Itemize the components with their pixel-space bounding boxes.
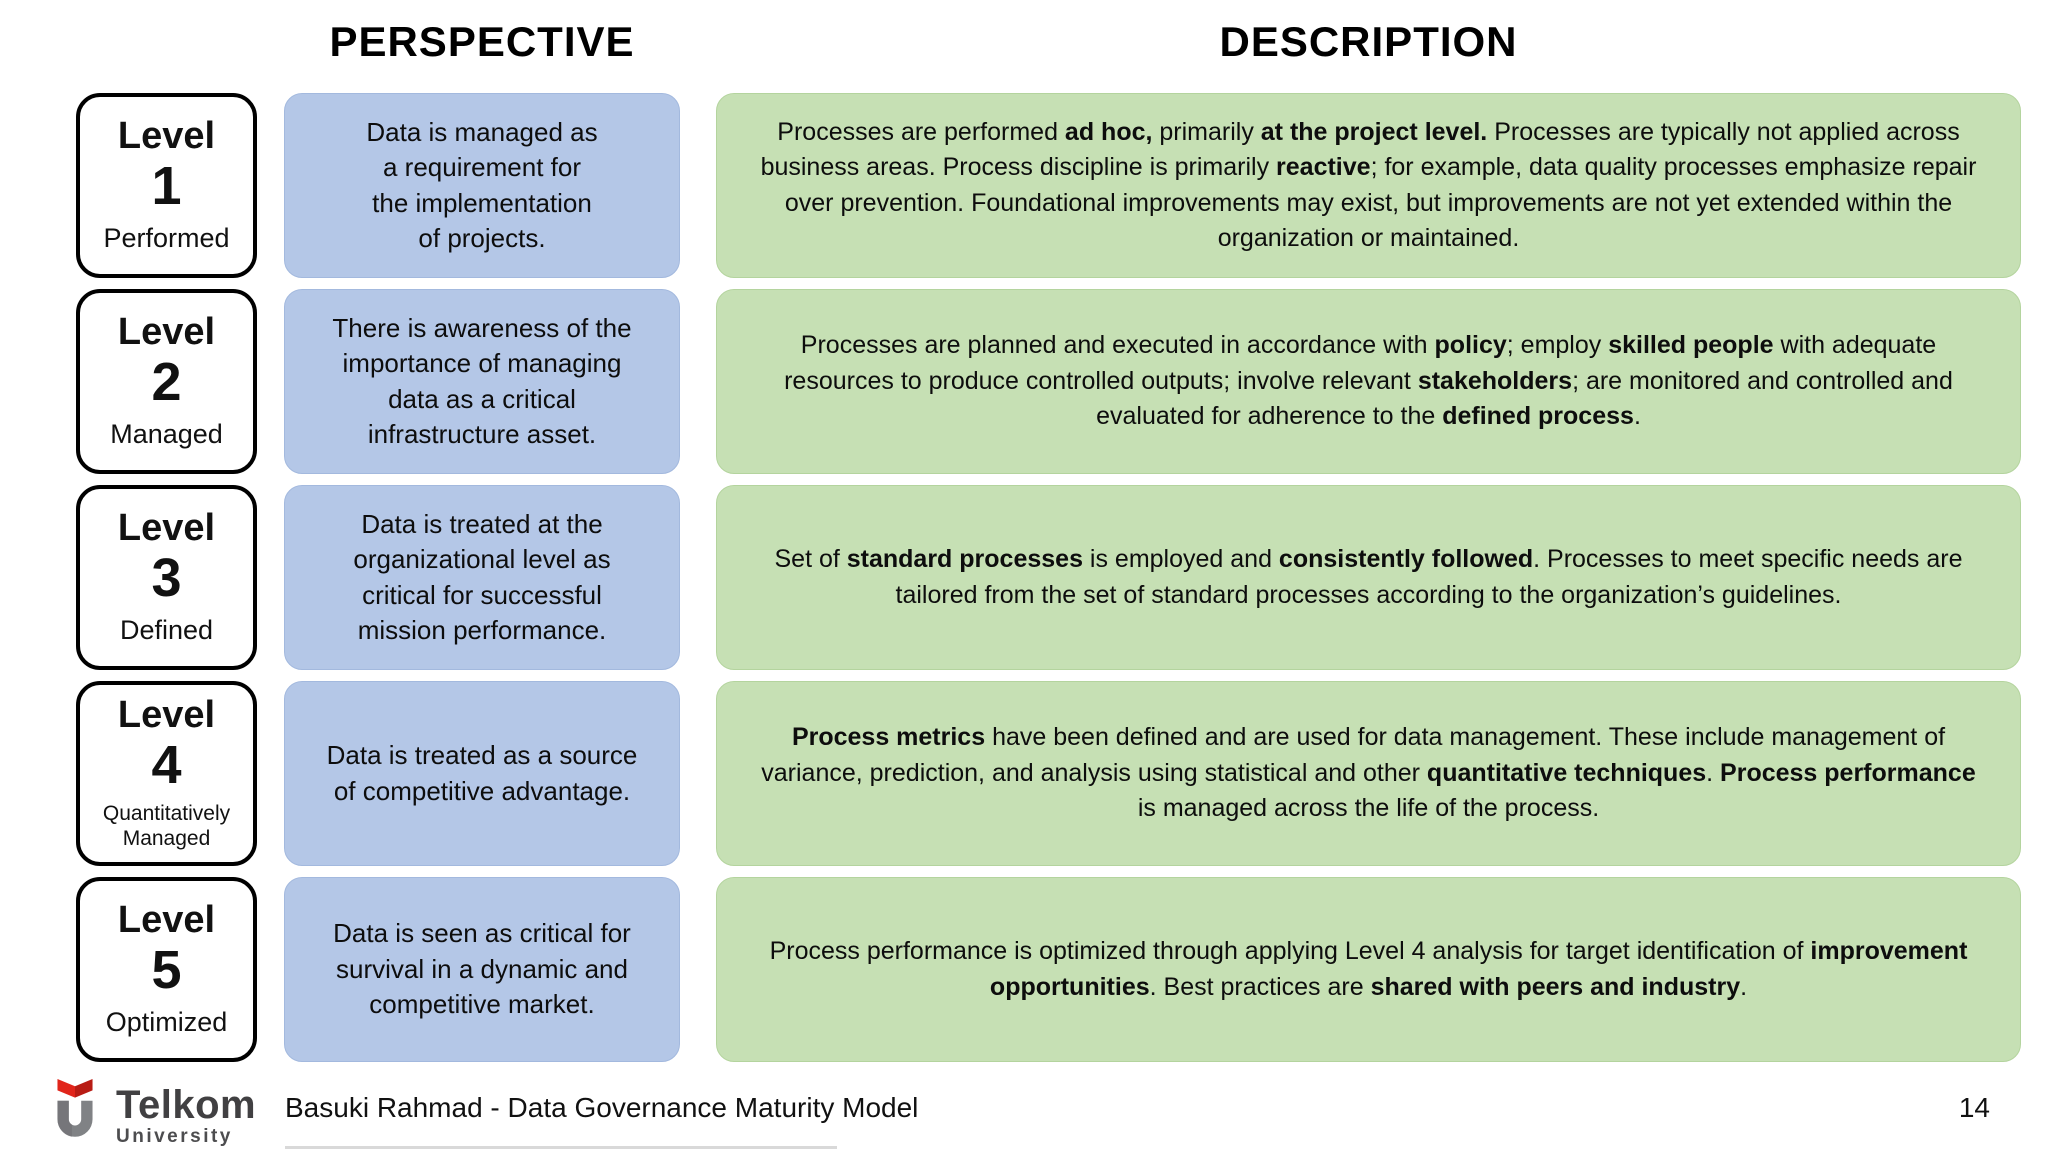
maturity-row: Level 2 Managed There is awareness of th… xyxy=(76,289,2021,474)
level-name: Managed xyxy=(110,419,223,450)
perspective-card: Data is managed as a requirement for the… xyxy=(284,93,680,278)
level-box: Level 5 Optimized xyxy=(76,877,257,1062)
level-name: Quantitatively Managed xyxy=(102,801,231,851)
level-box: Level 1 Performed xyxy=(76,93,257,278)
perspective-column-header: PERSPECTIVE xyxy=(329,18,635,65)
description-text: Process metrics have been defined and ar… xyxy=(761,723,1976,823)
perspective-text: Data is seen as critical for survival in… xyxy=(333,918,631,1020)
telkom-university-logo: Telkom University xyxy=(44,1078,256,1148)
description-text: Processes are planned and executed in ac… xyxy=(784,331,1953,431)
page-number: 14 xyxy=(1958,1092,1990,1123)
level-number: 3 xyxy=(151,547,182,608)
maturity-rows: Level 1 Performed Data is managed as a r… xyxy=(76,93,2021,1062)
logo-brand-name: Telkom xyxy=(116,1083,257,1127)
description-text: Processes are performed ad hoc, primaril… xyxy=(760,117,1977,253)
perspective-card: Data is seen as critical for survival in… xyxy=(284,877,680,1062)
level-word: Level xyxy=(117,115,216,158)
description-card: Process metrics have been defined and ar… xyxy=(716,681,2021,866)
logo-brand-subtitle: University xyxy=(116,1126,233,1147)
maturity-row: Level 3 Defined Data is treated at the o… xyxy=(76,485,2021,670)
description-text: Process performance is optimized through… xyxy=(769,937,1968,1001)
perspective-card: There is awareness of the importance of … xyxy=(284,289,680,474)
level-number: 1 xyxy=(151,155,182,216)
perspective-text: There is awareness of the importance of … xyxy=(332,312,632,449)
description-card: Process performance is optimized through… xyxy=(716,877,2021,1062)
bottom-divider xyxy=(285,1146,837,1149)
footer-caption: Basuki Rahmad - Data Governance Maturity… xyxy=(285,1092,919,1123)
level-box: Level 2 Managed xyxy=(76,289,257,474)
level-name: Performed xyxy=(103,223,230,254)
level-box: Level 4 Quantitatively Managed xyxy=(76,681,257,866)
level-number: 2 xyxy=(151,351,182,412)
description-card: Processes are performed ad hoc, primaril… xyxy=(716,93,2021,278)
maturity-row: Level 5 Optimized Data is seen as critic… xyxy=(76,877,2021,1062)
level-box: Level 3 Defined xyxy=(76,485,257,670)
level-number: 5 xyxy=(151,939,182,1000)
perspective-card: Data is treated at the organizational le… xyxy=(284,485,680,670)
level-word: Level xyxy=(117,693,216,736)
perspective-text: Data is treated as a source of competiti… xyxy=(326,740,638,806)
perspective-text: Data is treated at the organizational le… xyxy=(353,508,611,645)
telkom-logo-mark-icon xyxy=(57,1079,93,1137)
description-card: Processes are planned and executed in ac… xyxy=(716,289,2021,474)
logo-text: Telkom University xyxy=(116,1083,257,1148)
level-word: Level xyxy=(117,311,216,354)
maturity-row: Level 1 Performed Data is managed as a r… xyxy=(76,93,2021,278)
description-column-header: DESCRIPTION xyxy=(1219,18,1518,65)
maturity-row: Level 4 Quantitatively Managed Data is t… xyxy=(76,681,2021,866)
description-card: Set of standard processes is employed an… xyxy=(716,485,2021,670)
level-number: 4 xyxy=(151,734,182,795)
level-word: Level xyxy=(117,507,216,550)
perspective-text: Data is managed as a requirement for the… xyxy=(366,116,598,253)
level-word: Level xyxy=(117,899,216,942)
description-text: Set of standard processes is employed an… xyxy=(774,545,1963,609)
perspective-card: Data is treated as a source of competiti… xyxy=(284,681,680,866)
level-name: Defined xyxy=(119,615,214,646)
level-name: Optimized xyxy=(105,1007,228,1038)
